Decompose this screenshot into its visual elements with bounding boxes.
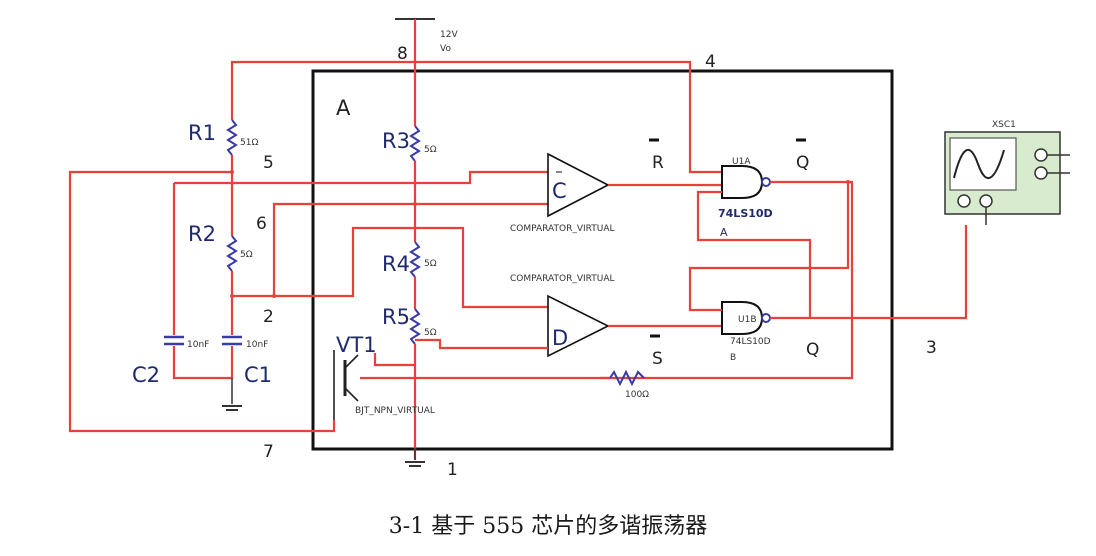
junction-dot (230, 294, 234, 298)
supply-name: Vo (440, 44, 451, 54)
chip-outline (311, 69, 894, 451)
junction-dot (413, 202, 417, 206)
comparator-c (547, 152, 610, 218)
wire-d-in (415, 338, 548, 350)
wire-transistor-top (373, 353, 415, 367)
nand-gate-u1a-bubble (761, 177, 771, 187)
r5-value: 5Ω (424, 328, 437, 338)
resistor-r4 (409, 241, 421, 278)
r1-name: R1 (188, 121, 216, 145)
transistor-collector (344, 354, 359, 369)
r3-name: R3 (382, 129, 410, 153)
wire-feedback (696, 190, 812, 318)
resistor-r3 (409, 125, 421, 162)
r2-value: 5Ω (240, 250, 253, 260)
wire-pin6 (272, 202, 548, 296)
oscilloscope-terminal-a[interactable] (957, 194, 971, 208)
gate-u1b-ref: U1B (738, 315, 757, 325)
oscilloscope-trace-icon (953, 148, 1005, 180)
pin-8-label: 8 (397, 44, 408, 64)
schematic-diagram: A 12V Vo 8 4 5 6 2 7 1 3 R1 51Ω R2 5Ω C1… (68, 18, 1070, 480)
wire-q-bottom (770, 225, 968, 320)
resistor-r1 (226, 119, 238, 156)
comparator-c-part: COMPARATOR_VIRTUAL (510, 224, 615, 234)
supply-voltage: 12V (440, 30, 458, 40)
pin-6-label: 6 (256, 214, 267, 234)
wire-pin5 (174, 170, 548, 185)
c2-value: 10nF (187, 340, 209, 350)
transistor-emitter (344, 387, 359, 402)
junction-dot (846, 180, 850, 184)
pin-5-label: 5 (263, 153, 274, 173)
r4-value: 5Ω (424, 259, 437, 269)
logic-s-label: S (652, 349, 663, 369)
gate-u1b-sub: B (730, 353, 736, 363)
oscilloscope-name: XSC1 (992, 120, 1016, 130)
oscilloscope-knob-1[interactable] (1034, 148, 1048, 162)
junction-dot (272, 294, 276, 298)
wire-q-top (688, 180, 850, 312)
resistor-r5 (409, 308, 421, 345)
r1-value: 51Ω (240, 138, 258, 148)
oscilloscope-screen (949, 137, 1017, 191)
oscilloscope-knob-2[interactable] (1034, 166, 1048, 180)
wire-discharge-loop (68, 170, 336, 433)
r3-value: 5Ω (424, 145, 437, 155)
wire-c1-gnd (172, 346, 234, 380)
resistor-r2 (226, 235, 238, 272)
comparator-d-label: D (552, 326, 568, 350)
r2-name: R2 (188, 222, 216, 246)
r5-name: R5 (382, 305, 410, 329)
logic-q-bottom-label: Q (806, 340, 819, 360)
pin-1-label: 1 (447, 460, 458, 480)
resistor-r6 (609, 369, 645, 387)
gate-u1a-part: 74LS10D (718, 207, 773, 220)
logic-r-label: R (652, 153, 664, 173)
wire-top-rail (230, 60, 722, 174)
nand-gate-u1b-bubble (761, 313, 771, 323)
comparator-c-label: C (552, 179, 567, 203)
gate-u1a-ref: U1A (732, 157, 751, 167)
transistor-part: BJT_NPN_VIRTUAL (355, 406, 435, 416)
nand-gate-u1a (721, 165, 764, 199)
comparator-d-part: COMPARATOR_VIRTUAL (510, 274, 615, 284)
logic-q-top-label: Q (796, 153, 809, 173)
wire-pin2 (232, 226, 548, 309)
pin-2-label: 2 (263, 307, 274, 327)
figure-caption: 3-1 基于 555 芯片的多谐振荡器 (388, 514, 708, 539)
r4-name: R4 (382, 252, 410, 276)
junction-dot (230, 170, 234, 174)
gate-u1b-part: 74LS10D (730, 337, 771, 347)
pin-7-label: 7 (263, 442, 274, 462)
c1-value: 10nF (246, 340, 268, 350)
r6-value: 100Ω (625, 390, 649, 400)
pin-3-label: 3 (926, 338, 937, 358)
comparator-d (547, 294, 610, 358)
pin-4-label: 4 (705, 52, 716, 72)
c1-name: C1 (244, 363, 272, 387)
chip-label: A (336, 96, 351, 120)
gate-u1a-sub: A (720, 226, 728, 239)
oscilloscope-terminal-b[interactable] (979, 194, 993, 208)
c2-name: C2 (132, 363, 160, 387)
transistor-name: VT1 (336, 333, 377, 357)
